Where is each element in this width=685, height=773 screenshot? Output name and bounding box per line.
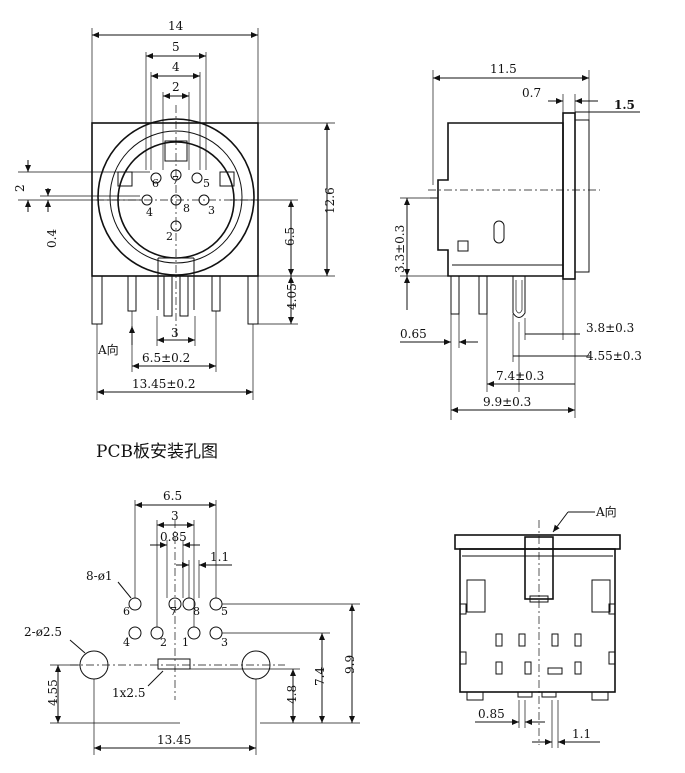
front-pin-8: 8 — [183, 202, 190, 215]
front-pin-2: 2 — [166, 230, 173, 243]
pcb-pin-8: 8 — [193, 605, 200, 618]
front-dim-6-5-tol: 6.5±0.2 — [142, 351, 190, 365]
side-dim-3-3-tol: 3.3±0.3 — [393, 225, 407, 273]
front-outer-ring — [97, 118, 255, 276]
pcb-dim-4-55: 4.55 — [46, 679, 60, 706]
pcb-dim-9-9: 9.9 — [343, 655, 357, 674]
pcb-pin-7: 7 — [170, 605, 177, 618]
side-dim-7-4-tol: 7.4±0.3 — [496, 369, 544, 383]
pcb-pin-4: 4 — [123, 636, 130, 649]
front-pin-5: 5 — [203, 177, 210, 190]
pcb-dim-slot: 1x2.5 — [112, 686, 146, 700]
front-dim-14: 14 — [168, 19, 184, 33]
pcb-hole-layout: PCB板安装孔图 — [24, 442, 360, 755]
pcb-pin-5: 5 — [221, 605, 228, 618]
pcb-dim-0-85: 0.85 — [160, 530, 187, 544]
side-view: 11.5 0.7 1.5 3.3±0.3 0.65 3.8±0.3 4.55±0… — [393, 62, 642, 420]
pcb-pin-3: 3 — [221, 636, 228, 649]
pcb-pin-6: 6 — [123, 605, 130, 618]
pcb-slot — [157, 658, 191, 670]
side-dim-11-5: 11.5 — [490, 62, 517, 76]
pcb-pin-1: 1 — [182, 636, 189, 649]
front-dim-2-top: 2 — [172, 80, 180, 94]
bottom-direction-label: A向 — [595, 504, 617, 519]
front-pin-3: 3 — [208, 204, 215, 217]
front-pin-7: 7 — [172, 174, 179, 187]
pcb-dim-2-holes: 2-ø2.5 — [24, 625, 62, 639]
bottom-dim-0-85: 0.85 — [478, 707, 505, 721]
pcb-dim-3: 3 — [171, 509, 179, 523]
pcb-dim-6-5: 6.5 — [163, 489, 182, 503]
side-dim-0-65: 0.65 — [400, 327, 427, 341]
front-dim-4: 4 — [172, 60, 180, 74]
front-inner-ring — [109, 130, 243, 264]
pcb-pin-2: 2 — [160, 636, 167, 649]
side-dim-0-7: 0.7 — [522, 86, 541, 100]
side-dim-1-5: 1.5 — [614, 98, 635, 112]
side-dim-9-9-tol: 9.9±0.3 — [483, 395, 531, 409]
front-pin-4: 4 — [146, 206, 153, 219]
front-dim-2-left: 2 — [13, 184, 27, 192]
front-direction-label: A向 — [97, 342, 119, 357]
bottom-view: A向 0.85 1.1 — [454, 504, 621, 748]
pcb-dim-1-1: 1.1 — [210, 550, 229, 564]
pcb-dim-4-8: 4.8 — [285, 685, 299, 704]
front-pin-6: 6 — [152, 177, 159, 190]
pcb-section-title: PCB板安装孔图 — [96, 442, 218, 462]
side-dim-3-8-tol: 3.8±0.3 — [586, 321, 634, 335]
pcb-dim-7-4: 7.4 — [313, 667, 327, 686]
pcb-dim-8-holes: 8-ø1 — [86, 569, 113, 583]
front-dim-0-4: 0.4 — [45, 229, 59, 248]
pcb-dim-13-45: 13.45 — [157, 733, 191, 747]
front-dim-12-6: 12.6 — [323, 187, 337, 214]
front-dim-6-5: 6.5 — [283, 227, 297, 246]
front-dim-13-45-tol: 13.45±0.2 — [132, 377, 196, 391]
front-dim-4-05: 4.05 — [285, 283, 299, 310]
bottom-dim-1-1: 1.1 — [572, 727, 591, 741]
front-dim-5: 5 — [172, 40, 180, 54]
side-dim-4-55-tol: 4.55±0.3 — [586, 349, 642, 363]
front-view: 14 5 4 2 2 0.4 12.6 6.5 4.05 3 6.5±0.2 1… — [13, 19, 337, 400]
front-dim-3: 3 — [171, 326, 179, 340]
